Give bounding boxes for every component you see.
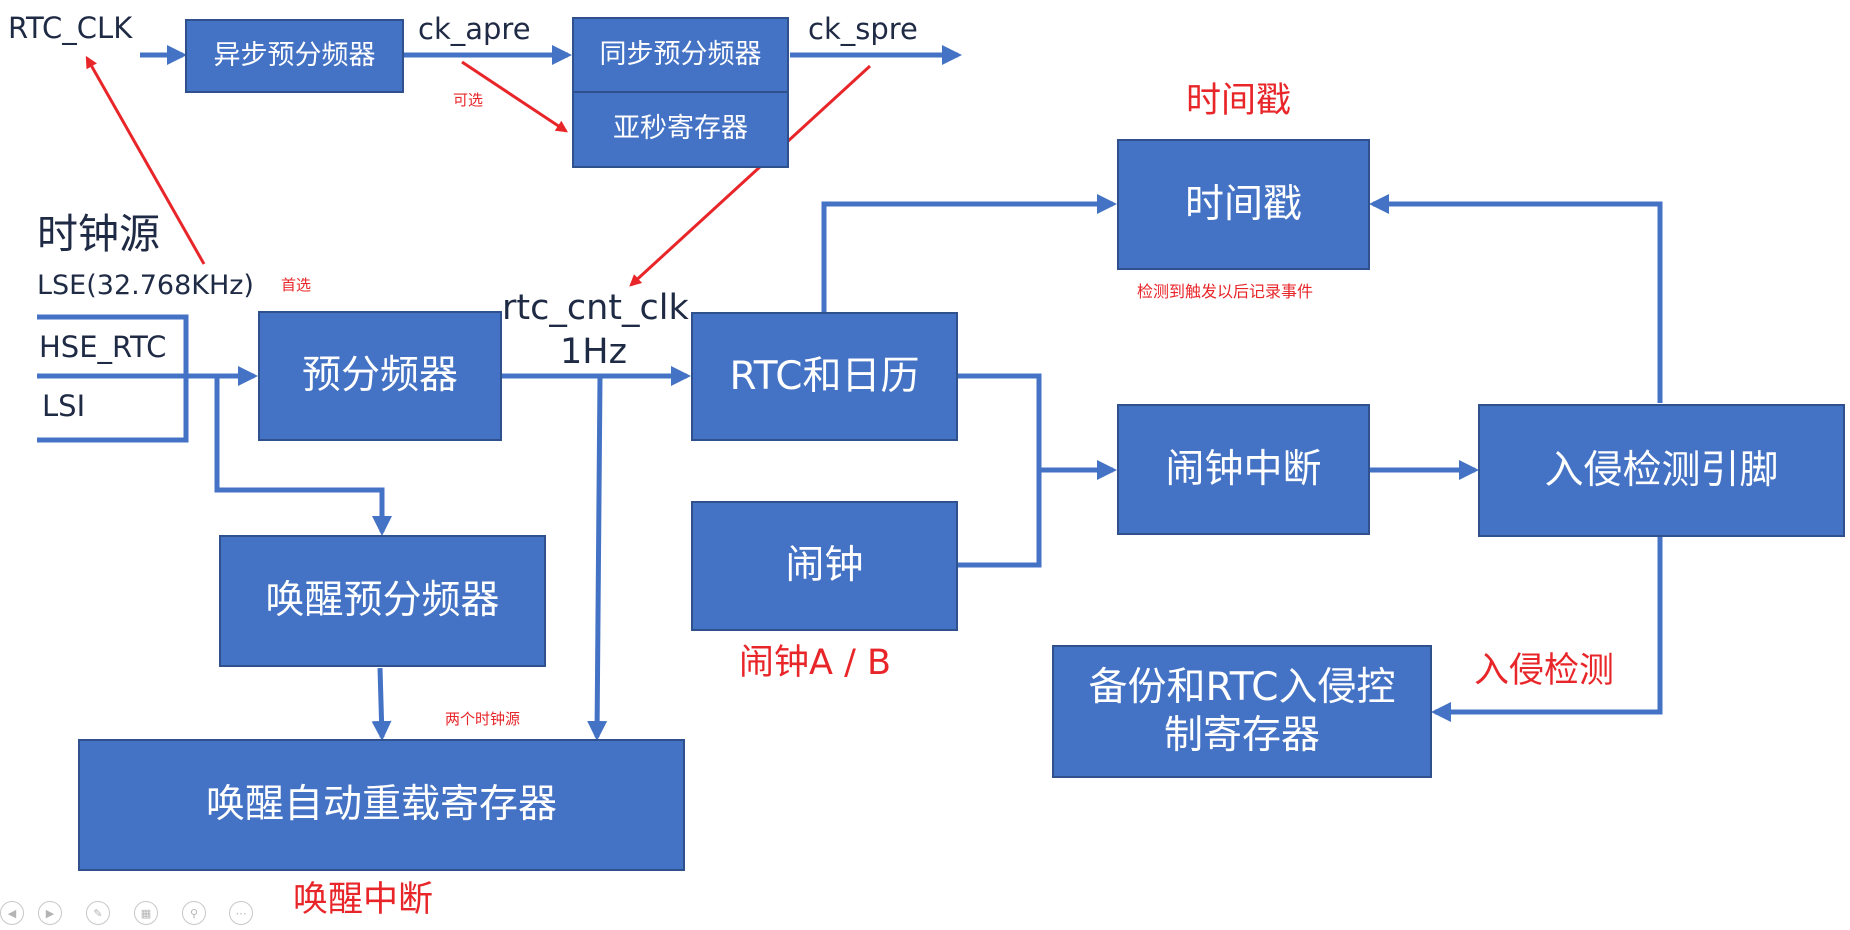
- prescaler-box: 预分频器: [258, 311, 502, 441]
- rtc-calendar-box: RTC和日历: [691, 312, 958, 441]
- line-rtc-to-junction: [958, 373, 1042, 470]
- arrow-rtc-to-timestamp: [821, 194, 1117, 312]
- red-arrow-preferred: [85, 55, 206, 265]
- arrow-tamper-to-backup-register: [1431, 537, 1663, 722]
- ck-spre-label: ck_spre: [808, 12, 918, 46]
- async-prescaler-box: 异步预分频器: [185, 19, 404, 93]
- arrow-sources-to-wakeup-prescaler: [214, 376, 392, 536]
- alarm-interrupt-box: 闹钟中断: [1117, 404, 1370, 535]
- lse-label: LSE(32.768KHz): [37, 270, 254, 301]
- timestamp-box: 时间戳: [1117, 139, 1370, 270]
- prev-icon[interactable]: ◀: [0, 901, 24, 925]
- timestamp-note: 检测到触发以后记录事件: [1137, 282, 1314, 301]
- wakeup-prescaler-box: 唤醒预分频器: [219, 535, 546, 667]
- more-icon[interactable]: ⋯: [229, 901, 253, 925]
- zoom-icon[interactable]: ⚲: [182, 901, 206, 925]
- clock-source-label: 时钟源: [37, 210, 160, 258]
- arrow-tamper-to-timestamp: [1369, 194, 1663, 403]
- alarm-ab-label: 闹钟A / B: [739, 643, 891, 683]
- line-alarm-to-junction: [958, 470, 1042, 568]
- slides-icon[interactable]: ▦: [134, 901, 158, 925]
- wakeup-interrupt-label: 唤醒中断: [293, 880, 434, 920]
- timestamp-title: 时间戳: [1186, 81, 1292, 121]
- red-arrow-optional: [461, 60, 568, 133]
- optional-note: 可选: [453, 91, 484, 109]
- wakeup-reload-register-box: 唤醒自动重载寄存器: [78, 739, 685, 871]
- tamper-pin-box: 入侵检测引脚: [1478, 404, 1845, 537]
- preferred-note: 首选: [281, 276, 312, 294]
- subsecond-register-box: 亚秒寄存器: [572, 91, 789, 168]
- lsi-label: LSI: [42, 389, 86, 423]
- one-hz-label: 1Hz: [560, 332, 627, 372]
- next-icon[interactable]: ▶: [38, 901, 62, 925]
- tamper-detect-label: 入侵检测: [1474, 651, 1615, 691]
- arrow-wakeup-prescaler-to-register: [371, 667, 392, 741]
- backup-tamper-register-box: 备份和RTC入侵控 制寄存器: [1052, 645, 1432, 778]
- alarm-box: 闹钟: [691, 501, 958, 631]
- rtc-cnt-clk-label: rtc_cnt_clk: [502, 288, 689, 328]
- red-arrow-ckspre-to-cntclk: [629, 64, 872, 287]
- hse-rtc-label: HSE_RTC: [39, 330, 167, 364]
- two-sources-note: 两个时钟源: [445, 710, 521, 728]
- pen-icon[interactable]: ✎: [86, 901, 110, 925]
- sync-prescaler-box: 同步预分频器: [572, 17, 789, 94]
- arrow-cntclk-to-wakeup-register: [587, 375, 608, 741]
- ck-apre-label: ck_apre: [418, 12, 531, 46]
- rtc-clk-label: RTC_CLK: [8, 11, 133, 45]
